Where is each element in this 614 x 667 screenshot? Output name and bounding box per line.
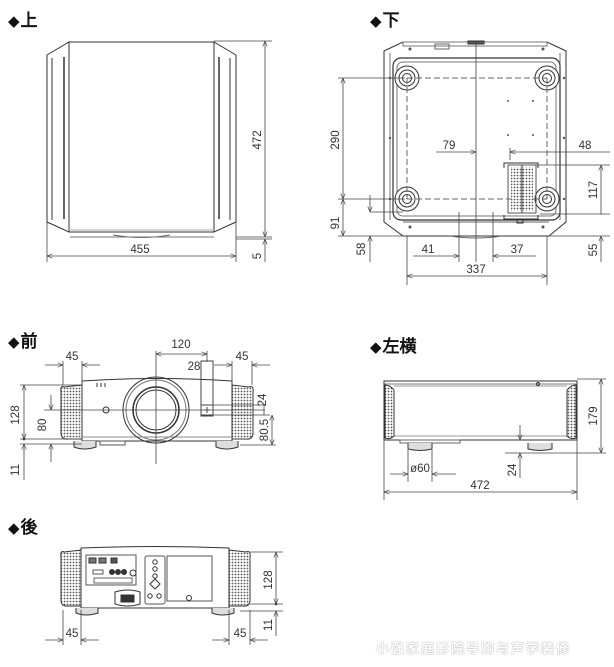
view-title-left-side: ◆左横: [370, 337, 417, 357]
bottom-mount-x-left-dim: 79: [443, 140, 456, 152]
rear-foot-height-dim: 11: [263, 619, 275, 631]
front-right-vent-dim: 45: [236, 351, 249, 363]
left-side-view-drawing: [383, 380, 578, 451]
mount-holes: [388, 47, 566, 229]
side-height-dim: 179: [588, 406, 600, 425]
rear-body-height-dim: 128: [263, 570, 275, 589]
rear-left-vent-dim: 45: [66, 628, 79, 640]
rear-view-dimensions: [45, 551, 283, 645]
diamond-icon: ◆: [370, 12, 382, 30]
front-foot-height-dim: 11: [10, 464, 22, 476]
bottom-center-left-dim: 41: [422, 244, 435, 256]
diamond-icon: ◆: [8, 333, 20, 351]
rear-view-drawing: [60, 546, 251, 616]
rear-right-vent-dim: 45: [234, 628, 247, 640]
bottom-foot-depth-dim: 290: [330, 130, 342, 149]
front-view-dimensions: [20, 351, 276, 480]
front-sensor-elev-dim: 80.5: [259, 419, 271, 441]
bottom-front-offset-dim: 58: [356, 243, 368, 256]
front-body-height-dim: 128: [10, 405, 22, 424]
view-title-top: ◆上: [8, 11, 38, 31]
front-lens-height-dim: 80: [37, 419, 49, 432]
front-lens-offset-dim: 120: [171, 339, 190, 351]
top-depth-dim: 472: [252, 130, 264, 149]
bottom-view-drawing: [383, 40, 567, 239]
front-sensor-height-dim: 24: [257, 393, 269, 406]
view-title-rear: ◆後: [8, 518, 38, 538]
watermark: 小强家庭影院导购与声学装修: [376, 642, 572, 657]
label-plate: [503, 162, 539, 224]
front-left-vent-dim: 45: [66, 351, 79, 363]
top-offset-dim: 5: [252, 253, 264, 259]
top-view-dimensions: [46, 40, 272, 262]
top-width-dim: 455: [130, 244, 149, 256]
diamond-icon: ◆: [8, 12, 20, 30]
bottom-foot-width-dim: 337: [466, 264, 485, 276]
view-title-bottom: ◆下: [370, 11, 400, 31]
bottom-mount-y-dim: 117: [588, 181, 600, 199]
bottom-front-foot-dim: 91: [330, 217, 342, 230]
top-view-drawing: [46, 41, 237, 238]
front-sensor-width-dim: 28: [188, 361, 201, 373]
side-depth-dim: 472: [470, 480, 489, 492]
bottom-mount-y-front-dim: 55: [588, 244, 600, 257]
left-side-view-dimensions: [383, 378, 606, 500]
side-foot-diameter-dim: ø60: [410, 463, 430, 475]
bottom-view-dimensions: [338, 42, 610, 285]
diamond-icon: ◆: [370, 338, 382, 356]
diamond-icon: ◆: [8, 519, 20, 537]
bottom-center-right-dim: 37: [511, 244, 524, 256]
view-title-front: ◆前: [8, 332, 38, 352]
bottom-mount-x-right-dim: 48: [579, 140, 592, 152]
side-foot-height-dim: 24: [507, 463, 519, 476]
